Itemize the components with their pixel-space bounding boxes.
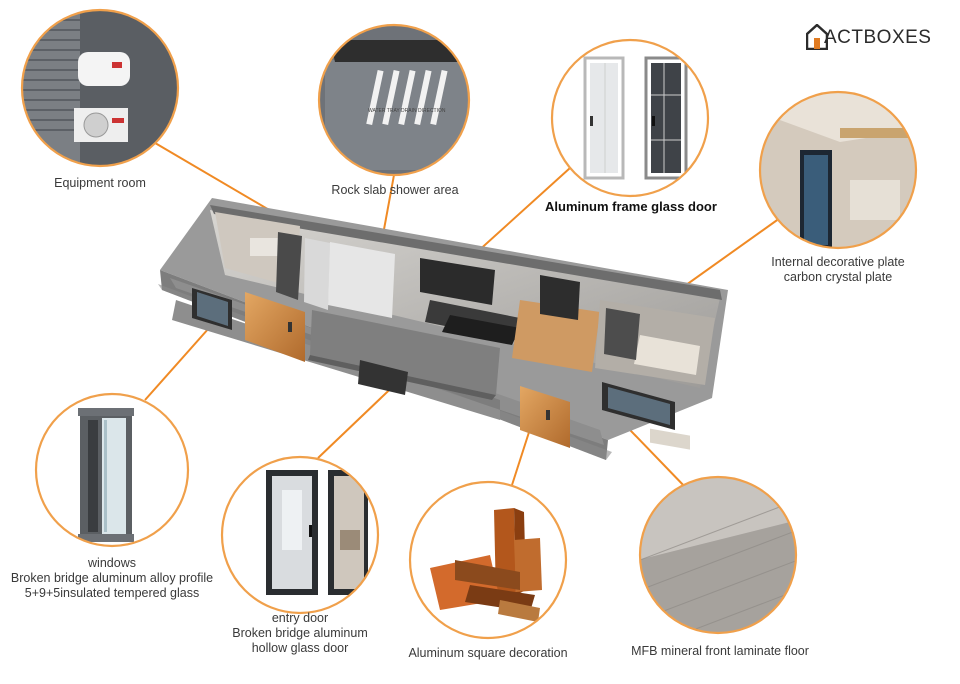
label-glass-door: Aluminum frame glass door bbox=[545, 199, 717, 214]
photo-glass-door bbox=[550, 38, 710, 198]
photo-aluminum-decoration bbox=[408, 480, 568, 640]
container-illustration bbox=[158, 198, 728, 460]
photo-internal-plate bbox=[758, 90, 918, 250]
shower-sign-text: WATER TRAY DRAIN DIRECTION bbox=[368, 108, 446, 114]
brand-name: ACTBOXES bbox=[824, 27, 932, 48]
label-windows: windows Broken bridge aluminum alloy pro… bbox=[10, 556, 214, 600]
label-entry-door: entry door Broken bridge aluminum hollow… bbox=[232, 611, 368, 655]
photo-window-profile bbox=[34, 392, 190, 548]
label-shower-area: Rock slab shower area bbox=[331, 183, 459, 197]
label-aluminum-decoration: Aluminum square decoration bbox=[408, 646, 568, 660]
photo-shower-area: WATER TRAY DRAIN DIRECTION bbox=[317, 23, 471, 177]
brand-logo: ACTBOXES bbox=[806, 22, 946, 52]
photo-entry-door bbox=[220, 455, 380, 615]
label-equipment-room: Equipment room bbox=[54, 176, 146, 190]
house-logo-icon bbox=[806, 24, 828, 50]
label-internal-plate: Internal decorative plate carbon crystal… bbox=[771, 255, 905, 284]
photo-laminate-floor bbox=[638, 475, 798, 635]
label-laminate-floor: MFB mineral front laminate floor bbox=[631, 644, 809, 658]
